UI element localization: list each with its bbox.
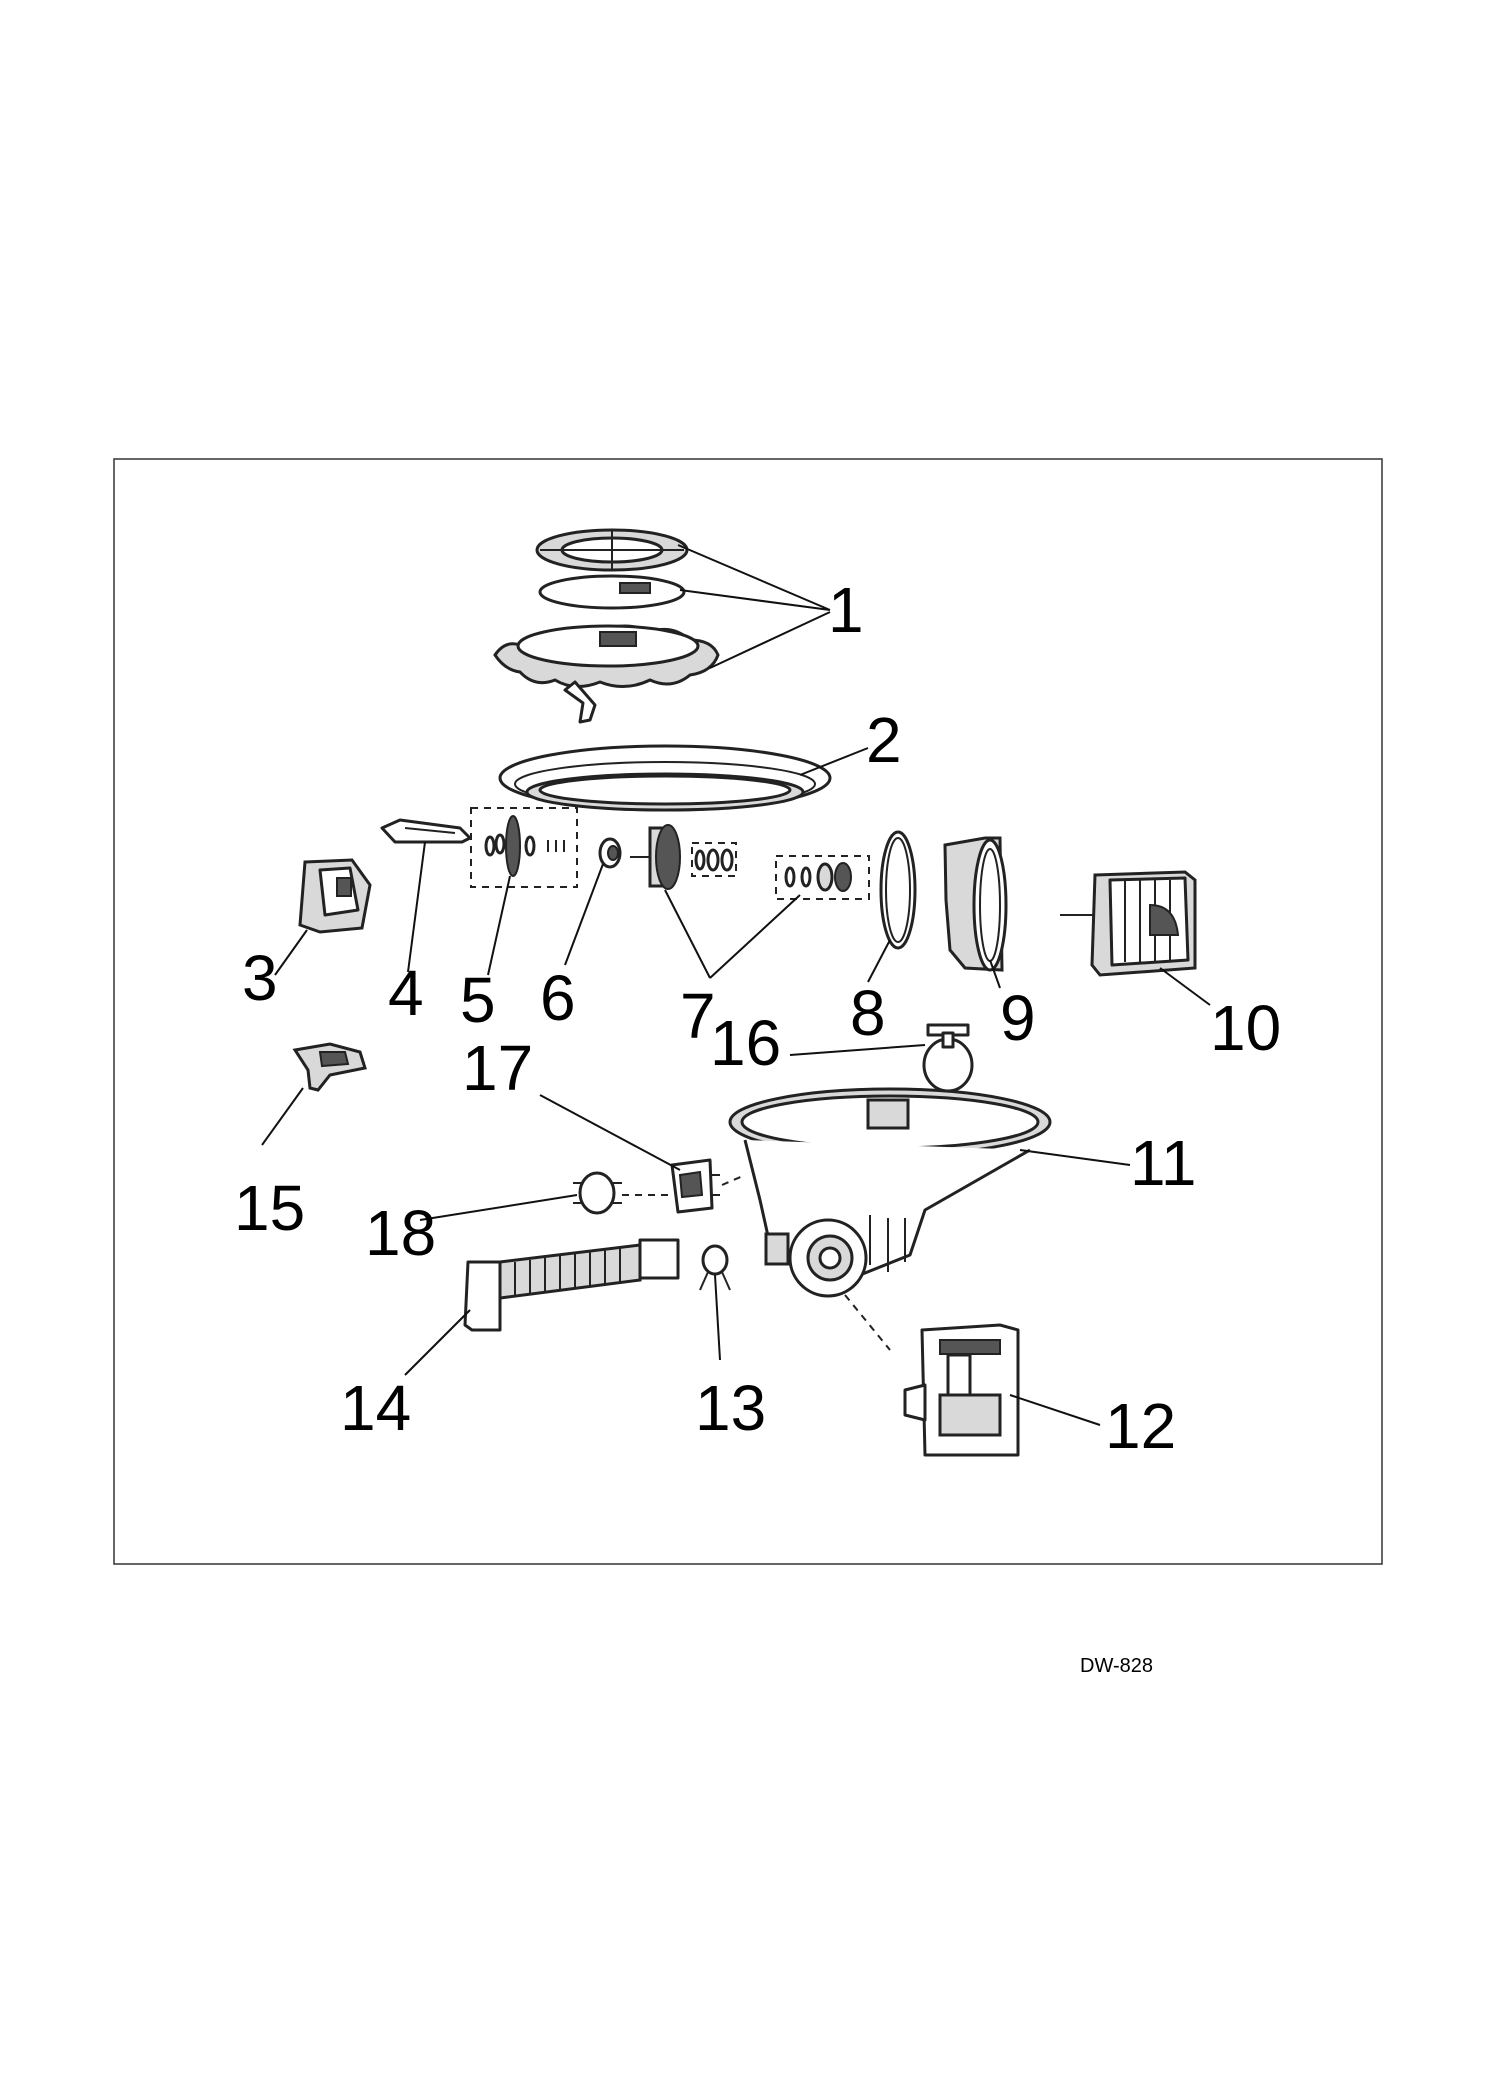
part-2-gasket <box>498 744 832 812</box>
part-12-drain-pump <box>903 1323 1020 1457</box>
part-1-filter-assembly <box>493 528 720 724</box>
callout-10: 10 <box>1210 992 1281 1064</box>
callout-labels: 1 2 3 4 5 6 7 8 9 10 11 12 13 14 15 16 1… <box>234 574 1281 1462</box>
part-9-volute-cover <box>943 836 1008 972</box>
part-5-impeller-kit <box>470 807 578 888</box>
callout-5: 5 <box>460 964 496 1036</box>
part-17-connector <box>670 1158 720 1214</box>
part-6-seal <box>598 837 622 869</box>
callout-6: 6 <box>540 962 576 1034</box>
callout-7: 7 <box>680 980 716 1052</box>
part-13-hose-clamp <box>699 1244 731 1291</box>
callout-17: 17 <box>462 1032 533 1104</box>
part-16-float <box>922 1023 974 1093</box>
callout-15: 15 <box>234 1172 305 1244</box>
part-8-o-ring <box>879 830 917 950</box>
part-4-lever <box>380 818 472 844</box>
diagram-code: DW-828 <box>1080 1655 1153 1677</box>
callout-2: 2 <box>866 704 902 776</box>
callout-3: 3 <box>242 942 278 1014</box>
part-10-wash-motor <box>1060 870 1197 977</box>
callout-11: 11 <box>1130 1127 1196 1199</box>
callout-14: 14 <box>340 1372 411 1444</box>
callout-12: 12 <box>1105 1390 1176 1462</box>
callout-13: 13 <box>695 1372 766 1444</box>
callout-8: 8 <box>850 977 886 1049</box>
part-18-mounting-ring <box>573 1171 622 1215</box>
callout-18: 18 <box>365 1197 436 1269</box>
part-15-latch <box>292 1042 367 1092</box>
callout-1: 1 <box>828 574 864 646</box>
callout-9: 9 <box>1000 982 1036 1054</box>
diagram-frame <box>113 458 1383 1565</box>
part-3-housing-clip <box>298 858 372 934</box>
callout-16: 16 <box>710 1007 781 1079</box>
callout-4: 4 <box>388 957 424 1029</box>
part-11-sump-housing <box>728 1087 1052 1298</box>
part-7-pump-parts <box>630 824 870 900</box>
part-14-drain-hose <box>463 1238 680 1332</box>
leader-lines <box>261 544 1211 1426</box>
